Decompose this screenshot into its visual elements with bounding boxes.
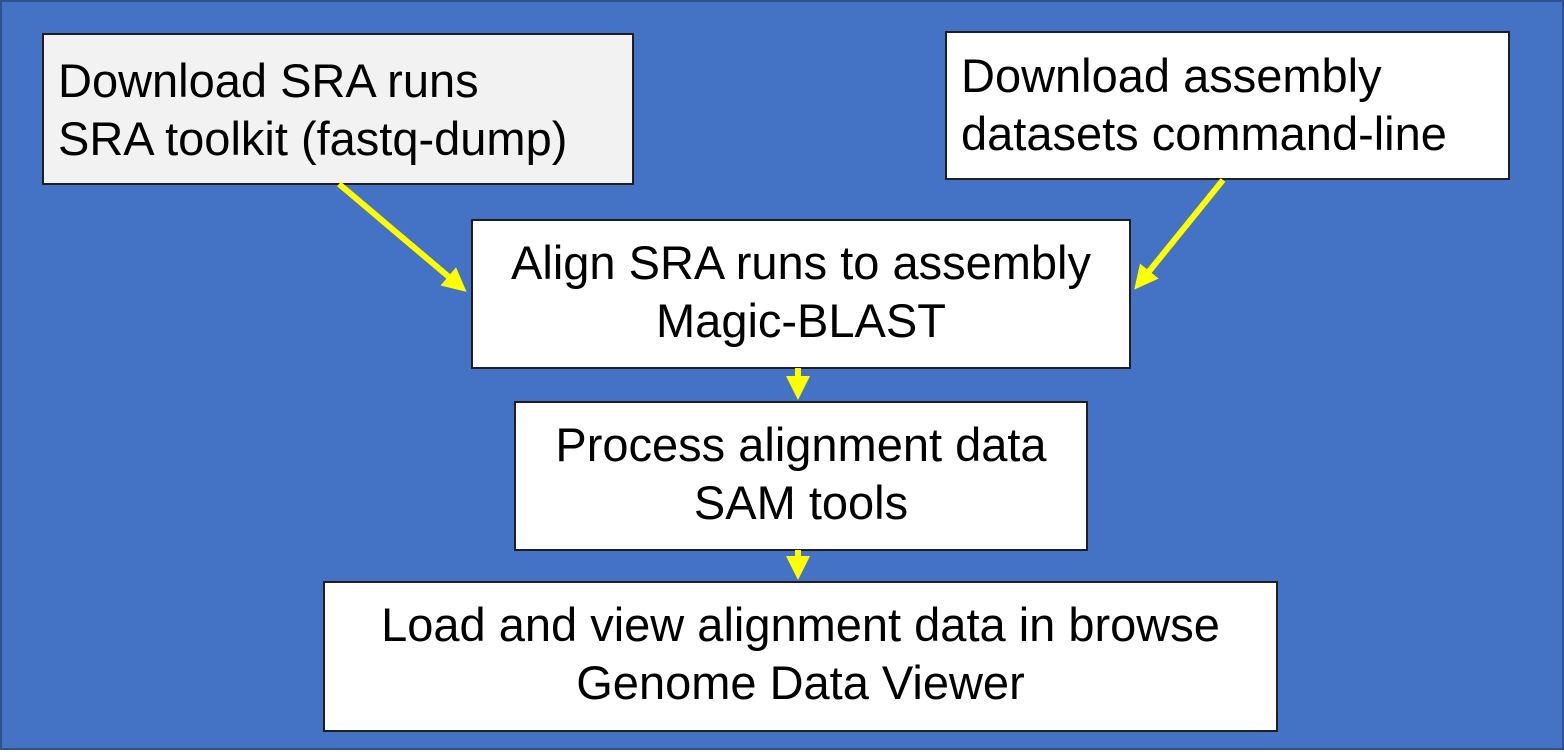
node-load-and-view: Load and view alignment data in browse G… [323,581,1278,732]
node-align-sra-runs-title: Align SRA runs to assembly [511,236,1091,289]
node-download-sra-runs-title: Download SRA runs [58,54,479,107]
node-download-assembly: Download assembly datasets command-line [945,31,1510,180]
node-download-assembly-title: Download assembly [961,49,1382,102]
node-align-sra-runs-tool: Magic-BLAST [656,294,946,347]
node-align-sra-runs: Align SRA runs to assembly Magic-BLAST [471,219,1131,369]
node-process-alignment-tool: SAM tools [693,476,909,529]
node-process-alignment-title: Process alignment data [555,418,1047,471]
node-download-sra-runs-tool: SRA toolkit (fastq-dump) [58,112,568,165]
node-load-and-view-tool: Genome Data Viewer [576,656,1025,709]
node-load-and-view-title: Load and view alignment data in browse [381,598,1220,651]
node-download-assembly-tool: datasets command-line [961,107,1447,160]
node-process-alignment: Process alignment data SAM tools [514,401,1088,551]
node-download-sra-runs: Download SRA runs SRA toolkit (fastq-dum… [42,33,634,185]
